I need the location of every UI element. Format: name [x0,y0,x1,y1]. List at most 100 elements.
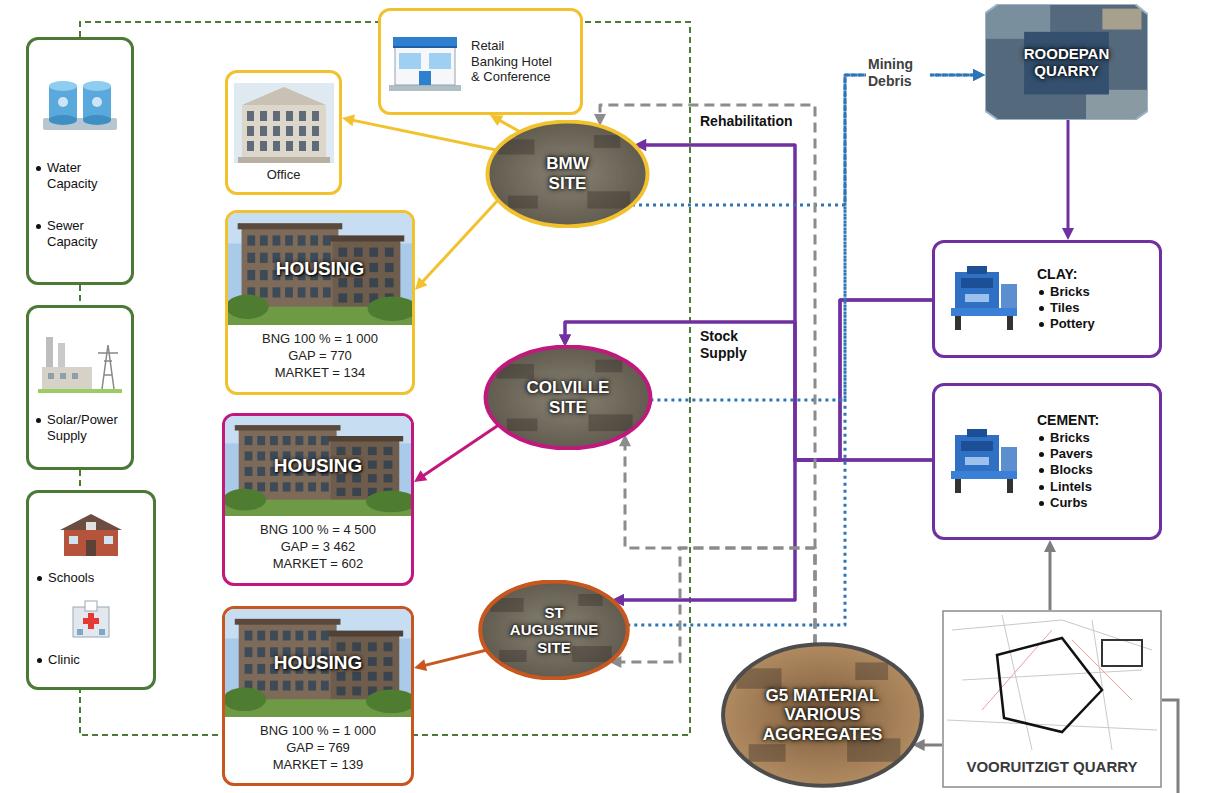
graphic-rect [285,287,293,297]
bullet-item: Pavers [1037,446,1099,462]
connector-line [422,650,487,666]
arrow-head [490,115,503,126]
text-column: CLAY:BricksTilesPottery [1037,266,1095,333]
clinic-icon [71,599,111,639]
connector-line [420,200,498,284]
housing-photo: HOUSING [225,416,411,516]
bullet-dot [1039,322,1044,327]
graphic-rect [384,461,393,469]
graphic-ellipse [366,690,411,714]
graphic-rect [368,672,377,681]
graphic-rect [352,642,361,651]
node-content: ROODEPAN QUARRY [985,4,1148,120]
bullet-text: Clinic [48,652,80,668]
bullet-item: Blocks [1037,462,1099,478]
machine-icon [945,427,1023,497]
graphic-ellipse [225,489,266,511]
graphic-svg [389,31,461,93]
graphic-rect [64,530,118,556]
graphic-rect [38,389,122,393]
graphic-rect [247,111,254,121]
bullet-item: Tiles [1037,300,1095,316]
graphic-rect [310,287,318,297]
graphic-rect [1007,316,1013,330]
graphic-rect [270,681,278,691]
graphic-rect [283,436,291,445]
node-label: MARKET = 139 [273,757,363,774]
graphic-rect [42,367,92,389]
graphic-rect [429,53,451,69]
graphic-rect [238,223,343,229]
graphic-rect [295,436,303,445]
graphic-rect [389,85,461,91]
node-content: CEMENT:BricksPaversBlocksLintelsCurbs [935,386,1159,537]
graphic-rect [270,482,278,491]
graphic-rect [286,141,293,151]
graphic-rect [69,536,78,544]
housing-heading: HOUSING [274,652,363,674]
graphic-polygon [242,87,326,105]
graphic-rect [247,126,254,136]
graphic-rect [337,687,346,696]
connector-line [1049,548,1052,610]
graphic-rect [286,111,293,121]
graphic-rect [594,135,620,148]
graphic-rect [368,461,377,469]
graphic-rect [86,540,96,556]
graphic-rect [352,672,361,681]
graphic-rect [257,647,265,657]
node-content: BMW SITE [485,120,650,228]
graphic-ellipse [486,347,651,449]
graphic-rect [247,253,255,263]
connector-line [79,285,81,305]
connector-line [421,425,499,478]
quarry-photo: ROODEPAN QUARRY [985,4,1148,120]
retail-box: Retail Banking Hotel & Conference [378,8,583,115]
graphic-svg [945,427,1023,497]
graphic-path [982,630,1132,710]
graphic-g [497,360,633,431]
graphic-ellipse [367,296,412,320]
edge-label: Mining Debris [866,56,930,90]
bullet-dot [36,418,41,423]
bullet-text: Schools [48,570,94,586]
graphic-rect [310,235,318,245]
product-box: CEMENT:BricksPaversBlocksLintelsCurbs [932,383,1162,540]
graphic-g [498,135,630,208]
node-content: Water CapacitySewer Capacity [29,40,131,282]
graphic-rect [308,482,316,491]
graphic-rect [260,141,267,151]
graphic-rect [270,436,278,445]
graphic-rect [85,601,97,611]
graphic-rect [257,681,265,691]
graphic-rect [955,316,961,330]
connector [490,115,520,132]
graphic-rect [72,373,78,379]
bullet-text: Bricks [1050,430,1090,446]
graphic-rect [257,451,265,460]
graphic-svg [43,72,117,134]
graphic-polygon [60,514,122,530]
graphic-rect [245,451,253,460]
graphic-ellipse [487,122,647,227]
node-label: BNG 100 % = 1 000 [262,331,378,348]
node-label: BNG 100 % = 1 000 [260,723,376,740]
graphic-rect [247,270,255,280]
node-label: COLVILLE SITE [518,378,618,417]
node-label: Office [267,167,301,182]
bullet-item: Water Capacity [34,160,126,193]
graphic-ellipse [225,688,266,712]
node-content: HOUSINGBNG 100 % = 1 000GAP = 769MARKET … [225,609,411,783]
graphic-rect [354,248,363,257]
graphic-rect [77,629,83,635]
graphic-ellipse [83,81,111,91]
node-content: G5 MATERIAL VARIOUS AGGREGATES [720,642,925,788]
graphic-rect [507,419,538,432]
bullet-dot [37,658,42,663]
bullet-dot [36,166,41,171]
graphic-rect [257,467,265,476]
infrastructure-box: Water CapacitySewer Capacity [26,37,134,285]
graphic-rect [1001,284,1017,308]
arrow-head [1044,540,1056,552]
graphic-rect [578,594,602,606]
